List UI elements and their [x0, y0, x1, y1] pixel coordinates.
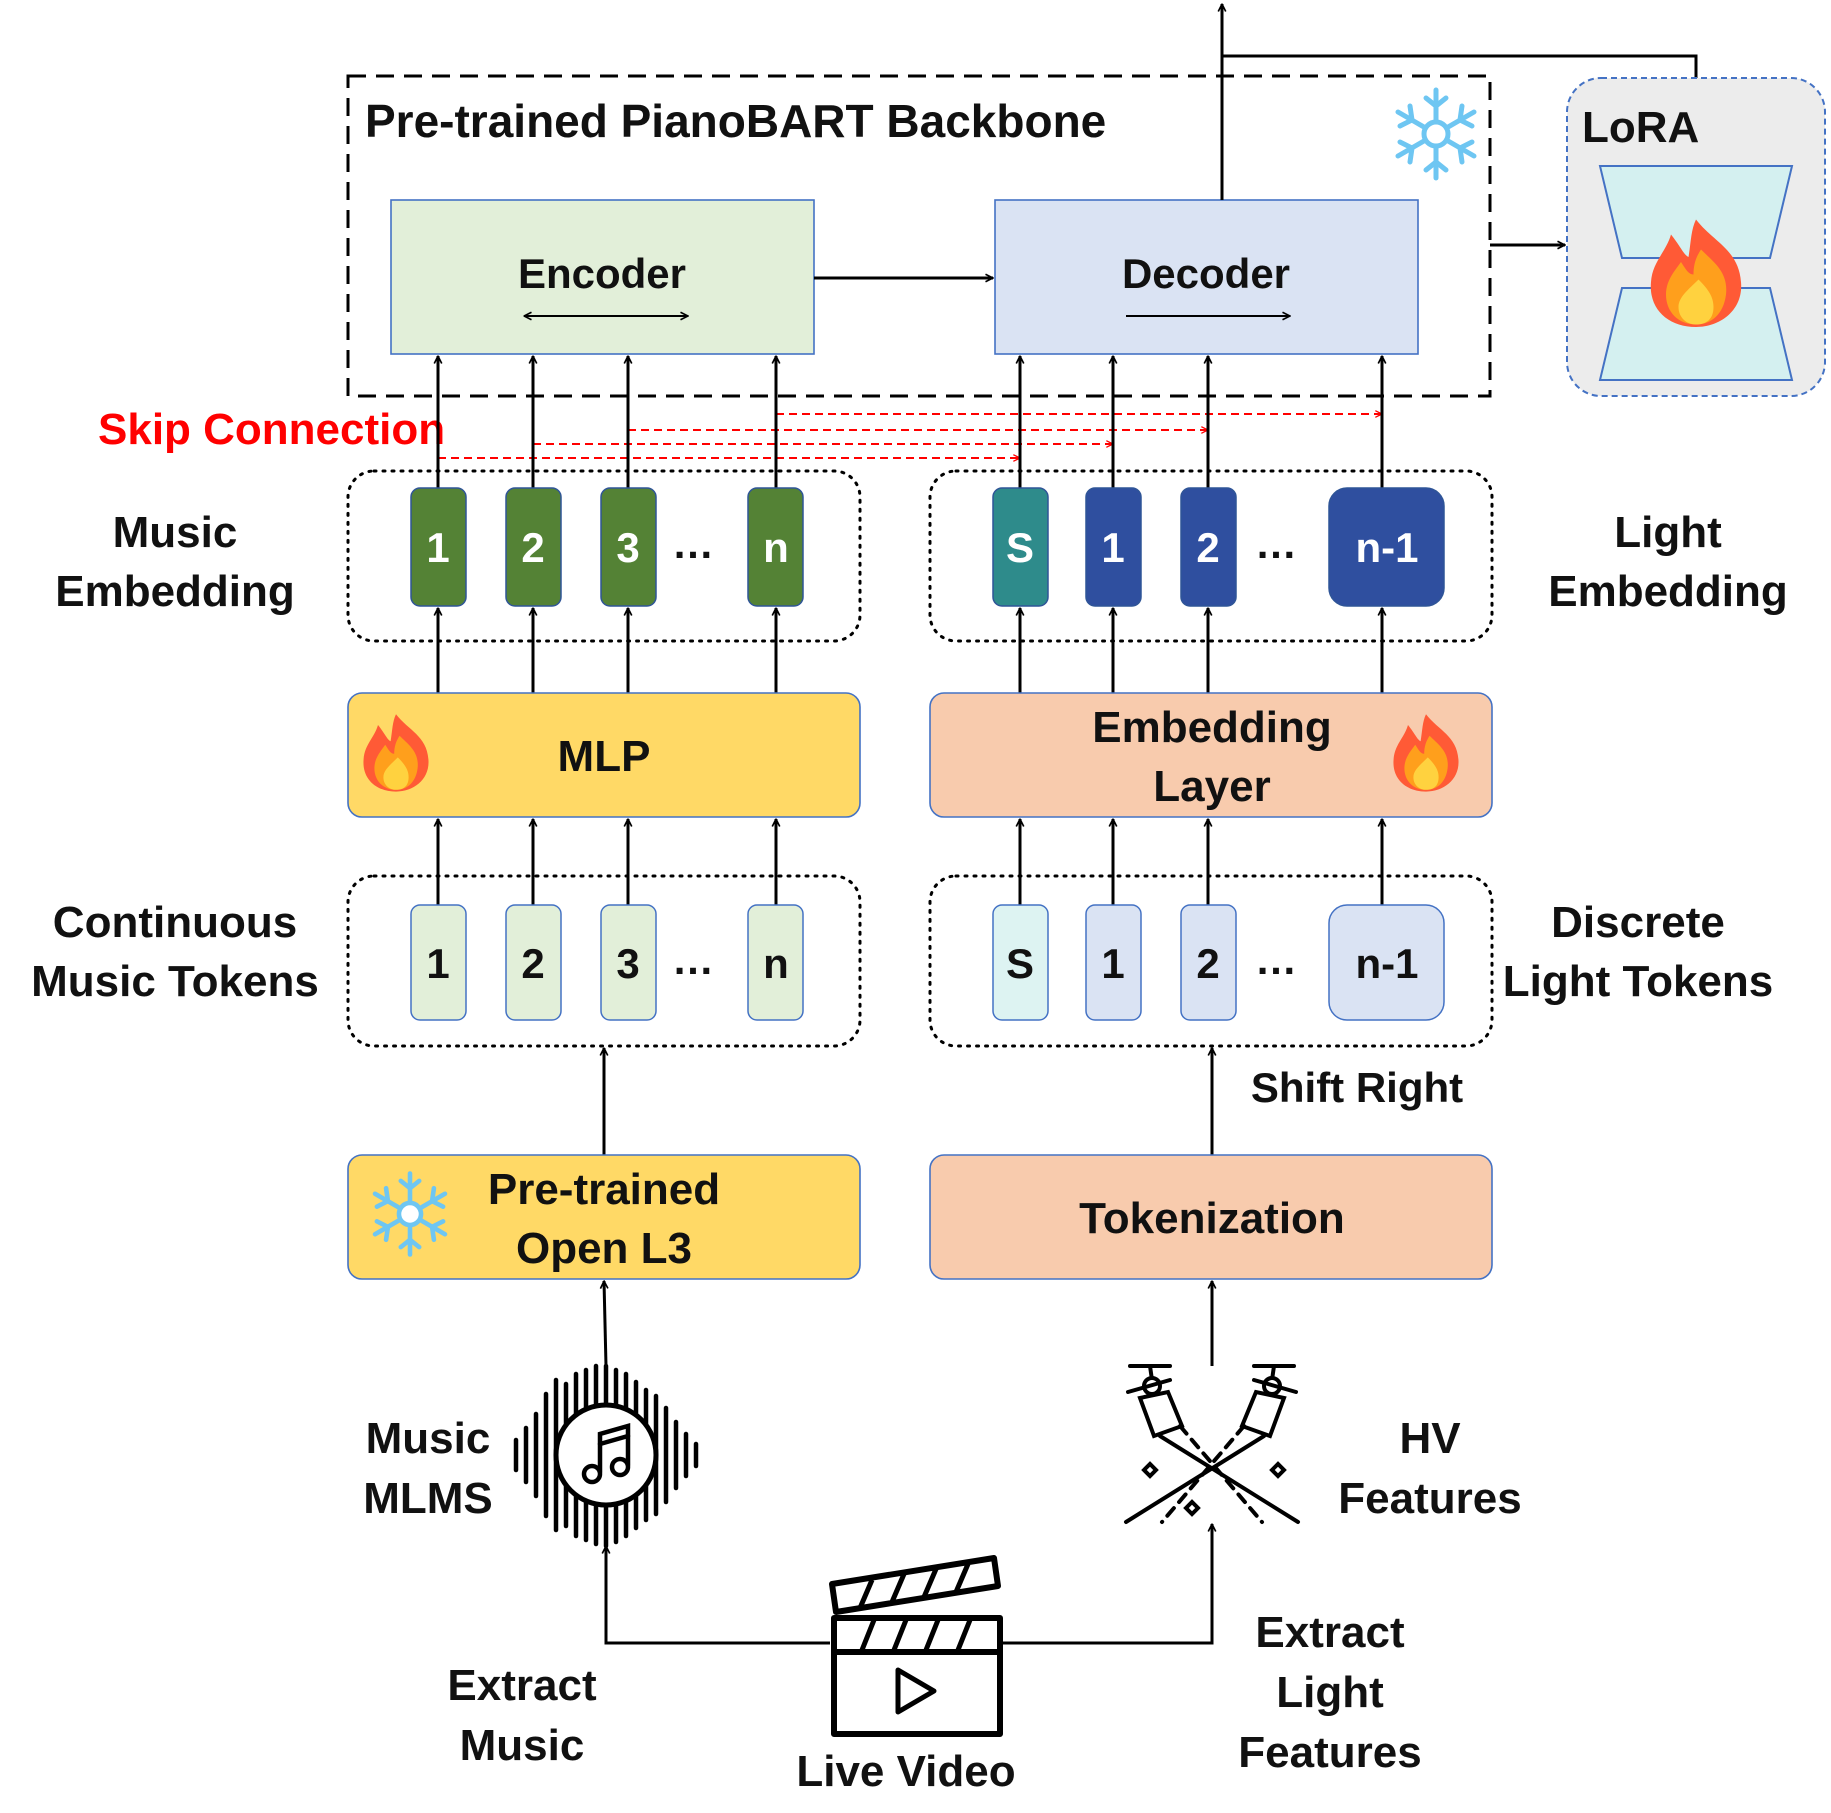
embedding-to-backbone-arrows: [438, 356, 1382, 488]
encoder-label: Encoder: [518, 250, 686, 297]
light-embedding-label-line2: Embedding: [1548, 567, 1788, 616]
music-mlms-label-line2: MLMS: [363, 1474, 493, 1523]
token-to-layer-arrows: [438, 819, 1382, 905]
lora-module: LoRA: [1566, 77, 1826, 397]
extract-light-label-line2: Light: [1276, 1668, 1384, 1717]
light-embedding-token-label: 2: [1196, 524, 1219, 571]
live-video-label: Live Video: [796, 1747, 1015, 1796]
stage-lights-icon: [1124, 1364, 1300, 1524]
discrete-light-tokens-group: [928, 874, 1494, 1048]
music-token-label: 3: [616, 940, 639, 987]
music-embedding-label-line2: Embedding: [55, 567, 295, 616]
output-arrow: [1222, 4, 1698, 200]
light-token-label: n-1: [1356, 940, 1419, 987]
mlms-to-openl3-arrow: [604, 1281, 606, 1367]
embedding-layer-label-line1: Embedding: [1092, 703, 1332, 752]
light-embedding-ellipsis: …: [1255, 520, 1297, 567]
light-token-ellipsis: …: [1255, 936, 1297, 983]
tokenization-label: Tokenization: [1079, 1194, 1345, 1243]
openl3-label-line1: Pre-trained: [488, 1165, 720, 1214]
music-embedding-tokens: 1 2 3 … n: [410, 487, 804, 607]
light-embedding-token-label: S: [1006, 524, 1034, 571]
discrete-light-tokens: S 1 2 … n-1: [992, 904, 1445, 1021]
openl3-label-line2: Open L3: [516, 1224, 692, 1273]
light-embedding-token-label: n-1: [1356, 524, 1419, 571]
light-token: [1180, 904, 1237, 1021]
extract-music-label-line2: Music: [460, 1721, 585, 1770]
music-embedding-token: [505, 487, 562, 607]
music-embedding-token-label: n: [763, 524, 789, 571]
continuous-music-tokens-label-line2: Music Tokens: [31, 957, 319, 1006]
layer-to-embedding-arrows: [438, 608, 1382, 693]
openl3-block: Pre-trained Open L3: [347, 1154, 861, 1280]
continuous-music-tokens-group: [346, 874, 862, 1048]
continuous-music-tokens: 1 2 3 … n: [410, 904, 804, 1021]
mlp-block: MLP: [347, 692, 861, 818]
light-embedding-token: [1085, 487, 1142, 607]
music-embedding-token-label: 2: [521, 524, 544, 571]
light-start-token: [992, 904, 1049, 1021]
extract-music-label-line1: Extract: [447, 1661, 597, 1710]
decoder-label: Decoder: [1122, 250, 1290, 297]
shift-right-label: Shift Right: [1251, 1064, 1463, 1111]
light-token: [1085, 904, 1142, 1021]
skip-connection-lines: [438, 414, 1382, 458]
light-start-embedding-token: [992, 487, 1049, 607]
light-token-label: 1: [1101, 940, 1124, 987]
skip-connection-label: Skip Connection: [98, 405, 445, 454]
music-token: [505, 904, 562, 1021]
extract-light-path: [1000, 1524, 1212, 1645]
music-token-ellipsis: …: [672, 936, 714, 983]
hv-features-label-line1: HV: [1399, 1414, 1461, 1463]
clapperboard-icon: [829, 1555, 1003, 1737]
mlp-label: MLP: [558, 732, 651, 781]
light-embedding-tokens: S 1 2 … n-1: [992, 487, 1445, 607]
extract-music-path: [606, 1546, 830, 1645]
light-embedding-token: [1180, 487, 1237, 607]
music-waveform-icon: [513, 1363, 699, 1549]
music-embedding-token: [747, 487, 804, 607]
decoder-block: Decoder: [994, 199, 1419, 355]
encoder-block: Encoder: [390, 199, 815, 355]
continuous-music-tokens-label-line1: Continuous: [53, 898, 297, 947]
extract-light-label-line1: Extract: [1255, 1608, 1405, 1657]
light-token-label: 2: [1196, 940, 1219, 987]
music-embedding-token-label: 1: [426, 524, 449, 571]
light-embedding-label-line1: Light: [1614, 508, 1722, 557]
music-embedding-ellipsis: …: [672, 520, 714, 567]
music-mlms-label-line1: Music: [366, 1414, 491, 1463]
music-token: [410, 904, 467, 1021]
tokenization-block: Tokenization: [929, 1154, 1493, 1280]
music-embedding-label-line1: Music: [113, 508, 238, 557]
discrete-light-tokens-label-line2: Light Tokens: [1503, 957, 1774, 1006]
lora-label: LoRA: [1582, 103, 1699, 152]
music-embedding-token: [410, 487, 467, 607]
music-embedding-token-label: 3: [616, 524, 639, 571]
embedding-layer-label-line2: Layer: [1153, 762, 1270, 811]
light-token-label: S: [1006, 940, 1034, 987]
light-embedding-token: [1328, 487, 1445, 607]
music-embedding-token: [600, 487, 657, 607]
music-token: [600, 904, 657, 1021]
backbone-title: Pre-trained PianoBART Backbone: [365, 95, 1106, 147]
light-embedding-group: [928, 469, 1494, 643]
music-token-label: 2: [521, 940, 544, 987]
music-token-label: 1: [426, 940, 449, 987]
light-embedding-token-label: 1: [1101, 524, 1124, 571]
light-token: [1328, 904, 1445, 1021]
extract-light-label-line3: Features: [1238, 1728, 1421, 1777]
music-token-label: n: [763, 940, 789, 987]
discrete-light-tokens-label-line1: Discrete: [1551, 898, 1725, 947]
embedding-layer-block: Embedding Layer: [929, 692, 1493, 818]
snowflake-icon: [1398, 90, 1474, 178]
backbone-frame: Pre-trained PianoBART Backbone: [346, 74, 1492, 398]
music-token: [747, 904, 804, 1021]
music-embedding-group: [346, 469, 862, 643]
lora-down-projection: [1598, 165, 1794, 259]
hv-features-label-line2: Features: [1338, 1474, 1521, 1523]
